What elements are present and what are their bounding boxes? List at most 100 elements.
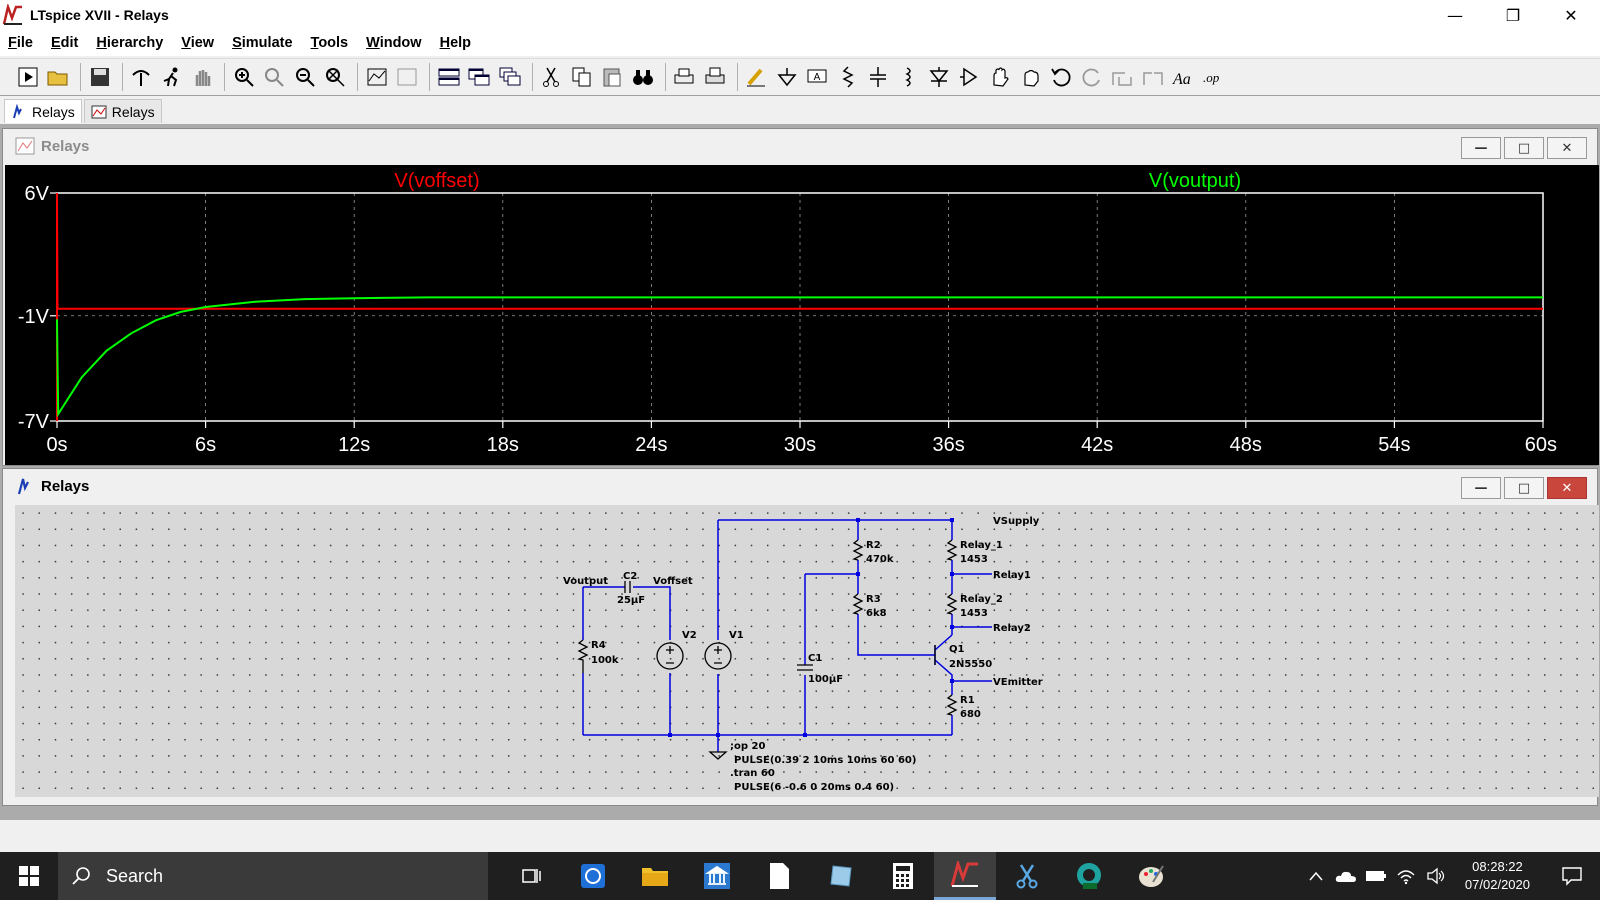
new-schematic-icon[interactable] [14,64,41,91]
component-icon[interactable] [956,64,983,91]
menu-file[interactable]: File [8,35,33,51]
drag-icon[interactable] [1017,64,1044,91]
menu-help[interactable]: Help [439,35,472,51]
menu-view[interactable]: View [181,35,215,51]
ground-icon[interactable] [773,64,800,91]
waveform-icon [91,105,107,118]
schematic-icon [13,103,22,118]
x-tick-label: 12s [338,434,370,456]
cascade-icon[interactable] [496,64,523,91]
print-icon[interactable] [671,64,698,91]
close-button[interactable]: ✕ [1547,477,1587,499]
waveform-window-icon[interactable] [394,64,421,91]
draw-wire-icon[interactable] [743,64,770,91]
legend-voffset[interactable]: V(voffset) [394,170,479,192]
menu-simulate[interactable]: Simulate [232,35,293,51]
print-setup-icon[interactable] [701,64,728,91]
components[interactable] [577,539,958,760]
clock[interactable]: 08:28:22 07/02/2020 [1465,858,1530,894]
chevron-up-icon[interactable] [1301,870,1331,882]
capacitor-c2 [624,581,631,593]
schematic-canvas[interactable]: VSupply Relay1 Relay2 VEmitter Voutput V… [15,505,1599,797]
menu-tools[interactable]: Tools [310,35,349,51]
snipping-tool-icon[interactable] [996,852,1058,900]
paint-app-icon[interactable] [1120,852,1182,900]
maximize-button[interactable]: □ [1504,137,1544,159]
minimize-button[interactable]: — [1461,477,1501,499]
cut-icon[interactable] [538,64,565,91]
edge-dev-icon[interactable] [1058,852,1120,900]
zoom-fit-icon[interactable] [322,64,349,91]
y-tick-label: -7V [18,411,50,433]
menu-edit[interactable]: Edit [50,35,79,51]
task-view-icon[interactable] [500,852,562,900]
zoom-in-icon[interactable] [230,64,257,91]
copy-icon[interactable] [568,64,595,91]
capacitor-icon[interactable] [865,64,892,91]
legend-voutput[interactable]: V(voutput) [1149,170,1241,192]
open-icon[interactable] [45,64,72,91]
run-icon[interactable] [158,64,185,91]
toolbar-separator [121,63,123,91]
tab-label: Relays [111,103,155,120]
control-panel-icon[interactable] [128,64,155,91]
series-line-v-voffset-[interactable] [56,192,1543,421]
wifi-icon[interactable] [1391,867,1421,885]
volume-icon[interactable] [1421,867,1451,885]
y-tick-label: -1V [18,306,50,328]
redo-icon[interactable] [1078,64,1105,91]
text-icon[interactable]: Aa [1170,64,1197,91]
move-icon[interactable] [987,64,1014,91]
undo-icon[interactable] [1048,64,1075,91]
notebook-app-icon[interactable] [810,852,872,900]
calculator-icon[interactable] [872,852,934,900]
start-button[interactable] [0,852,58,900]
resistor-r1 [946,694,958,716]
menu-hierarchy[interactable]: Hierarchy [96,35,164,51]
autorange-icon[interactable] [363,64,390,91]
series-line-v-voutput-[interactable] [56,296,1543,418]
spice-directive-icon[interactable]: .op [1200,64,1227,91]
onedrive-icon[interactable] [1331,869,1361,883]
tab-schematic[interactable]: Relays [4,99,82,123]
inductor-icon[interactable] [895,64,922,91]
ltspice-taskbar-icon[interactable] [934,852,996,900]
file-explorer-icon[interactable] [624,852,686,900]
pan-icon[interactable] [261,64,288,91]
ltspice-app-icon [2,4,22,25]
minimize-button[interactable]: — [1461,137,1501,159]
rotate-icon[interactable] [1109,64,1136,91]
document-app-icon[interactable] [748,852,810,900]
schematic-window-title: Relays [41,477,90,495]
mirror-icon[interactable] [1139,64,1166,91]
resistor-icon[interactable] [834,64,861,91]
close-button[interactable]: ✕ [1547,137,1587,159]
paste-icon[interactable] [599,64,626,91]
close-button[interactable]: ✕ [1564,5,1578,25]
save-icon[interactable] [86,64,113,91]
library-app-icon[interactable] [686,852,748,900]
battery-icon[interactable] [1361,869,1391,883]
halt-icon[interactable] [189,64,216,91]
tile-vertical-icon[interactable] [466,64,493,91]
restore-button[interactable]: ❐ [1505,5,1521,25]
menu-window[interactable]: Window [366,35,422,51]
search-box[interactable]: Search [58,852,488,900]
maximize-button[interactable]: □ [1504,477,1544,499]
tab-waveform[interactable]: Relays [83,99,162,123]
diode-icon[interactable] [926,64,953,91]
minimize-button[interactable]: — [1447,5,1463,25]
title-bar: LTspice XVII - Relays — ❐ ✕ [0,0,1600,30]
schematic-window: Relays — □ ✕ [2,468,1599,806]
tile-horizontal-icon[interactable] [435,64,462,91]
wires[interactable] [582,519,992,752]
label-net-icon[interactable]: A [804,64,831,91]
find-icon[interactable] [629,64,656,91]
notification-icon[interactable] [1544,866,1600,886]
resistor-relay2 [946,593,958,615]
zoom-out-icon[interactable] [291,64,318,91]
sync-app-icon[interactable] [562,852,624,900]
schematic-drawing[interactable]: VSupply Relay1 Relay2 VEmitter Voutput V… [15,505,1599,797]
